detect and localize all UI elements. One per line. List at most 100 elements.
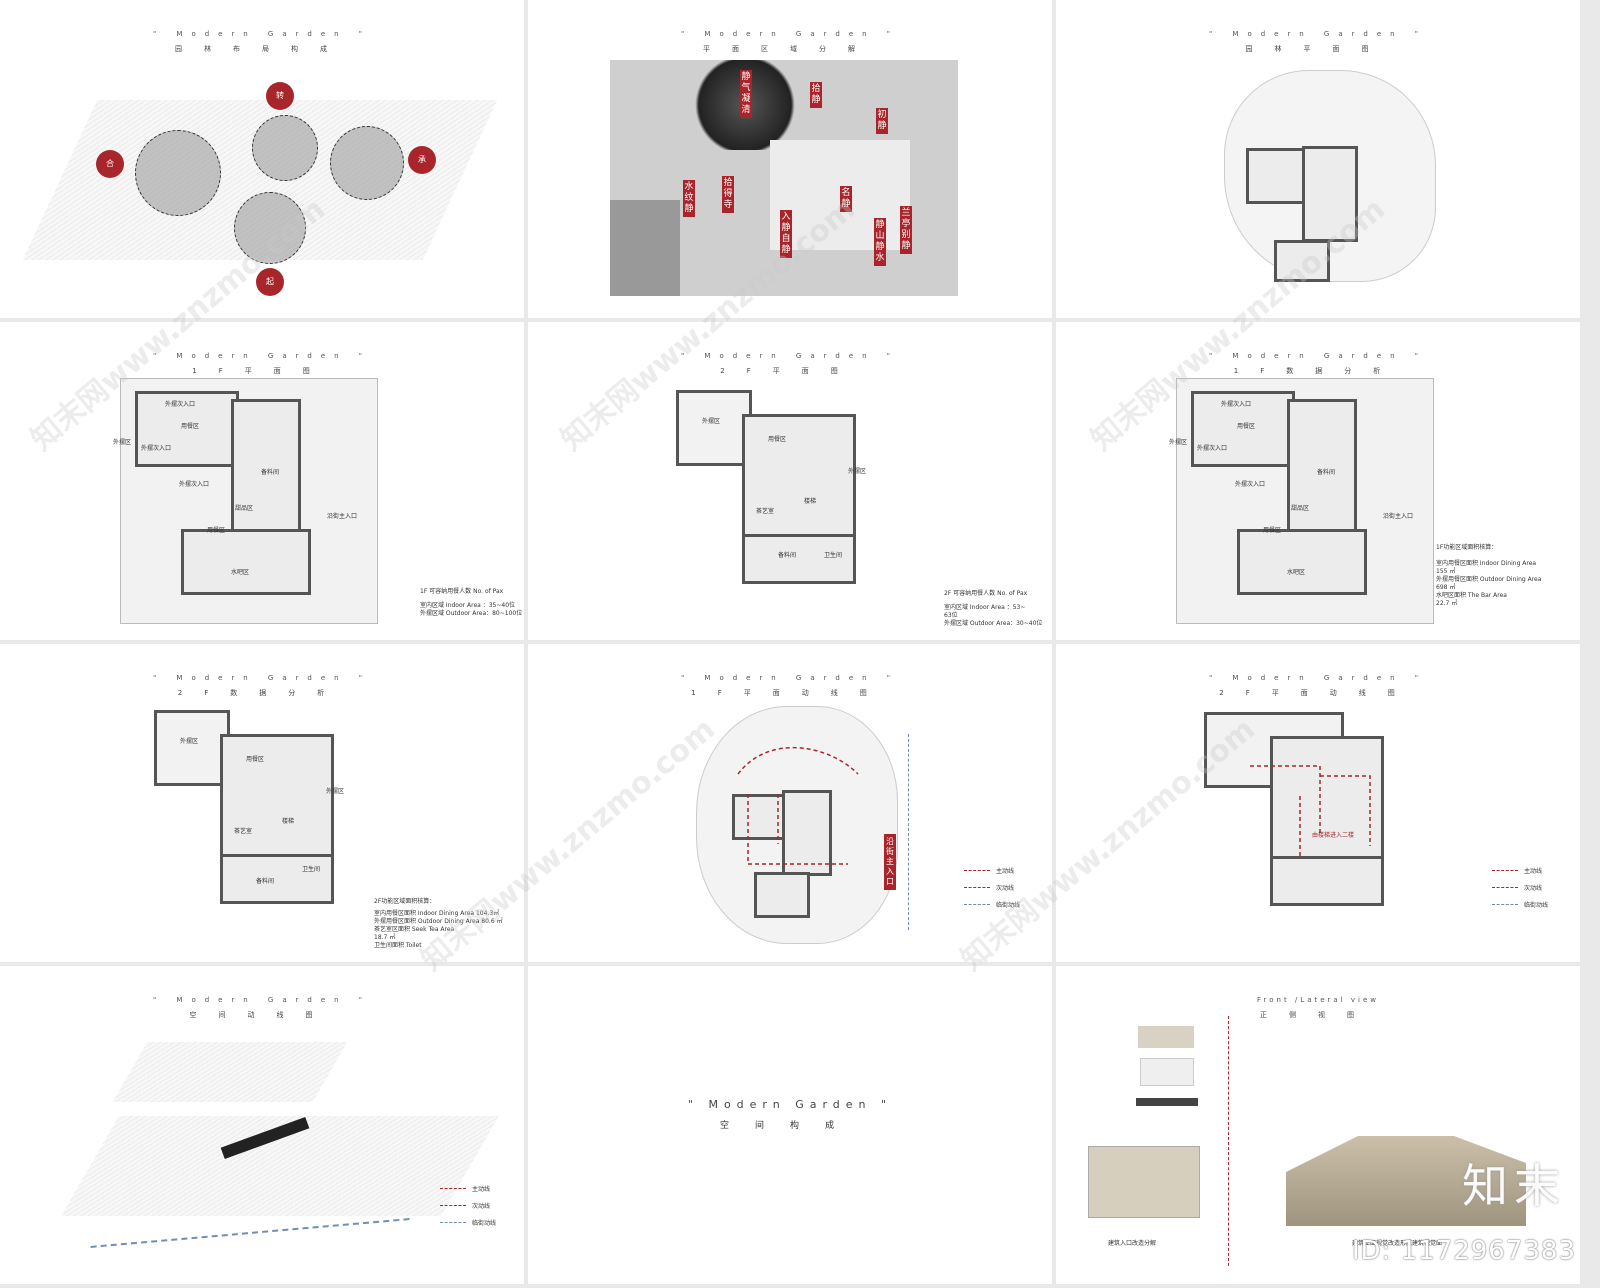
note-line: 18.7 ㎡ — [374, 934, 396, 941]
zone-circle — [135, 130, 221, 216]
panel-subtitle: 空间构成 — [719, 1121, 860, 1131]
capacity-note: 1F 可容纳用餐人数 No. of Pax 室内区域 Indoor Area ：… — [420, 588, 522, 618]
building-block — [754, 872, 810, 918]
floor-plan: 由楼梯进入二楼 — [1200, 706, 1400, 926]
room-label: 备料间 — [256, 878, 275, 885]
room-label: 外摆区 — [326, 788, 345, 795]
zone-tag: 静山静水 — [874, 218, 886, 266]
facade-part — [1140, 1058, 1194, 1086]
room-label: 用餐区 — [768, 436, 787, 443]
building-block — [1246, 148, 1312, 204]
note-line: 茶艺室区面积 Seek Tea Area — [374, 926, 455, 933]
room-label: 用餐区 — [246, 756, 265, 763]
upper-floor-axon — [112, 1042, 348, 1102]
zone-tag: 拾得寺 — [722, 176, 734, 213]
room-label: 用餐区 — [1237, 423, 1256, 430]
water-area — [610, 200, 680, 296]
room-label: 卫生间 — [824, 552, 843, 559]
main-line-icon — [964, 870, 990, 871]
floor-plan: 外摆次入口 外摆区 用餐区 外摆次入口 外摆次入口 备料间 甜品区 用餐区 水吧… — [113, 378, 378, 624]
badge-cheng: 承 — [408, 146, 436, 174]
room — [676, 390, 752, 466]
entrance-tag: 沿街主入口 — [884, 834, 896, 890]
main-line-icon — [440, 1188, 466, 1189]
room-label: 外摆区 — [180, 738, 199, 745]
room — [154, 710, 230, 786]
panel-title: " Modern Garden " — [680, 674, 900, 682]
room-label: 外摆次入口 — [1235, 481, 1266, 488]
room-label: 沿街主入口 — [1383, 513, 1414, 520]
panel-title: " Modern Garden " — [680, 30, 900, 38]
zone-circle — [234, 192, 306, 264]
panel-subtitle: 2F平面图 — [720, 367, 860, 375]
panel-title: " Modern Garden " — [1208, 30, 1428, 38]
room-label: 备料间 — [1317, 469, 1336, 476]
panel-2f-circulation: " Modern Garden " 2F平面动线图 由楼梯进入二楼 主动线 次动… — [1056, 644, 1580, 962]
note-line: 63位 — [944, 612, 958, 619]
panel-title: " Modern Garden " — [152, 674, 372, 682]
panel-subtitle: 2F数据分析 — [177, 689, 347, 697]
note-line: 外摆用餐区面积 Outdoor Dining Area — [1436, 576, 1542, 583]
panel-subtitle: 空间动线图 — [189, 1011, 335, 1019]
note-line: 外摆用餐区面积 Outdoor Dining Area 80.6 ㎡ — [374, 918, 503, 925]
note-heading: 1F功能区域面积核算： — [1436, 544, 1498, 551]
legend-main: 主动线 — [996, 868, 1015, 875]
room — [181, 529, 311, 595]
zone-circle — [330, 126, 404, 200]
caption-right: 建筑立面视觉改造形成建筑视觉面 — [1352, 1240, 1443, 1247]
note-line: 698 ㎡ — [1436, 584, 1456, 591]
legend-street: 临街动线 — [1524, 902, 1549, 909]
panel-title: " Modern Garden " — [152, 996, 372, 1004]
street-circulation-line — [908, 734, 909, 930]
room-label: 水吧区 — [1287, 569, 1306, 576]
note-line: 155 ㎡ — [1436, 568, 1456, 575]
panel-2f-plan: " Modern Garden " 2F平面图 外摆区 用餐区 外摆区 茶艺室 … — [528, 322, 1052, 640]
street-circulation-line — [90, 1218, 410, 1248]
zone-tag: 初静 — [876, 108, 888, 134]
note-line: 室内用餐区面积 Indoor Dining Area — [1436, 560, 1537, 567]
legend: 主动线 次动线 临街动线 — [440, 1180, 496, 1231]
facade-part — [1136, 1098, 1198, 1106]
zone-tag: 静气凝清 — [740, 70, 752, 118]
area-note: 2F功能区域面积核算： 室内用餐区面积 Indoor Dining Area 1… — [374, 898, 503, 950]
circulation-lines — [1250, 765, 1371, 856]
panel-subtitle: 正侧视图 — [1260, 1011, 1376, 1019]
room — [742, 534, 856, 584]
note-line: 室内区域 Indoor Area ：35~40位 — [420, 602, 516, 609]
legend-street: 临街动线 — [996, 902, 1021, 909]
legend-main: 主动线 — [472, 1186, 491, 1193]
panel-title: Front /Lateral view — [1257, 996, 1379, 1004]
room — [1237, 529, 1367, 595]
room — [231, 399, 301, 535]
room-label: 外摆区 — [702, 418, 721, 425]
panel-title: " Modern Garden " — [152, 30, 372, 38]
zone-tag: 拾静 — [810, 82, 822, 108]
brand-logo: 知末 — [1462, 1159, 1566, 1213]
room-label: 用餐区 — [181, 423, 200, 430]
floor-plan: 外摆区 用餐区 外摆区 茶艺室 楼梯 卫生间 备料间 — [150, 704, 350, 924]
legend-street: 临街动线 — [472, 1220, 497, 1227]
note-line: 外摆区域 Outdoor Area：30~40位 — [944, 620, 1043, 627]
building-block — [1274, 240, 1330, 282]
floor-plan: 外摆次入口 外摆区 用餐区 外摆次入口 外摆次入口 备料间 甜品区 用餐区 水吧… — [1169, 378, 1434, 624]
legend: 主动线 次动线 临街动线 — [964, 862, 1020, 913]
panel-1f-circulation: " Modern Garden " 1F平面动线图 沿街主入口 主动线 次动线 … — [528, 644, 1052, 962]
legend-secondary: 次动线 — [472, 1203, 491, 1210]
zone-circle — [252, 115, 318, 181]
room-label: 用餐区 — [207, 527, 226, 534]
zone-tag: 水纹静 — [683, 180, 695, 217]
panel-subtitle: 平面区域分解 — [703, 45, 877, 53]
panel-1f-data: " Modern Garden " 1F数据分析 外摆次入口 外摆区 用餐区 外… — [1056, 322, 1580, 640]
panel-garden-plan: " Modern Garden " 园林平面图 — [1056, 0, 1580, 318]
room-label: 外摆区 — [848, 468, 867, 475]
legend-secondary: 次动线 — [996, 885, 1015, 892]
room — [1270, 856, 1384, 906]
panel-title: " Modern Garden " — [152, 352, 372, 360]
panel-title: " Modern Garden " — [680, 352, 900, 360]
secondary-line-icon — [1492, 887, 1518, 888]
note-line: 外摆区域 Outdoor Area：80~100位 — [420, 610, 523, 617]
note-line: 卫生间面积 Toilet — [374, 942, 422, 949]
badge-he: 合 — [96, 150, 124, 178]
panel-title: " Modern Garden " — [687, 1098, 893, 1111]
